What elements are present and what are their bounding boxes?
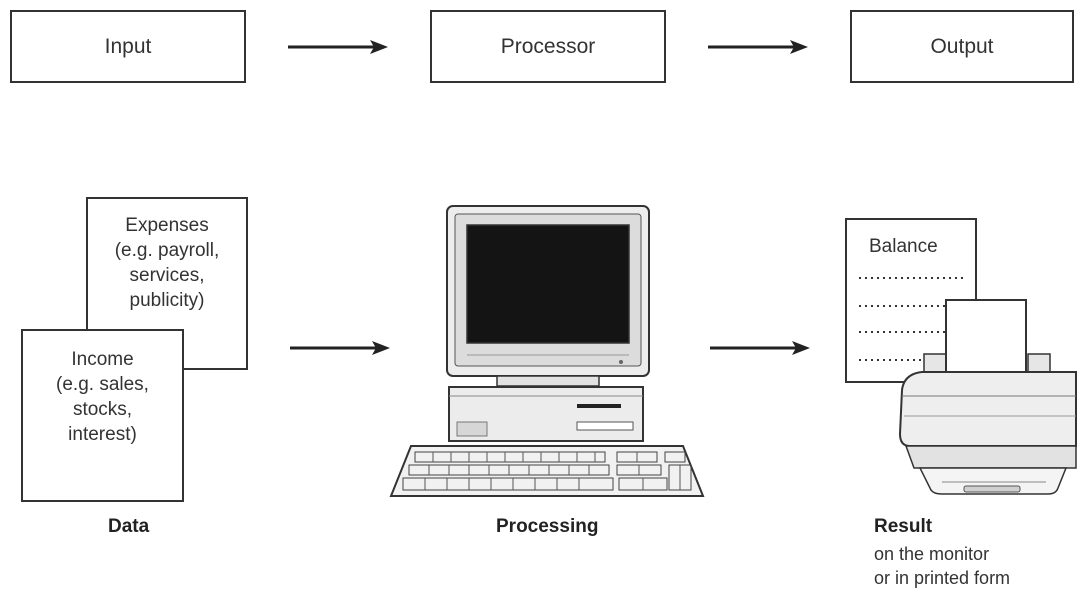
input-label: Input bbox=[104, 34, 152, 58]
computer-icon bbox=[389, 205, 705, 497]
income-line: Income bbox=[71, 349, 134, 370]
income-line: stocks, bbox=[72, 399, 133, 420]
processing-caption: Processing bbox=[496, 516, 599, 537]
output-box: Output bbox=[850, 10, 1074, 83]
expenses-line: Expenses bbox=[125, 215, 209, 236]
arrow-right-icon bbox=[710, 341, 810, 355]
arrow-right-icon bbox=[290, 341, 390, 355]
expenses-line: (e.g. payroll, bbox=[114, 240, 220, 261]
data-caption: Data bbox=[108, 516, 150, 537]
output-label: Output bbox=[930, 34, 994, 58]
result-caption: Result bbox=[874, 516, 933, 537]
arrow-right-icon bbox=[708, 40, 808, 54]
expenses-line: services, bbox=[129, 265, 205, 286]
expenses-line: publicity) bbox=[129, 290, 205, 311]
printer-icon bbox=[898, 299, 1077, 495]
processor-label: Processor bbox=[500, 34, 596, 58]
income-line: interest) bbox=[68, 424, 137, 445]
arrow-right-icon bbox=[288, 40, 388, 54]
balance-title: Balance bbox=[869, 236, 938, 257]
income-line: (e.g. sales, bbox=[56, 374, 149, 395]
result-subcaption-1: on the monitor bbox=[874, 544, 990, 564]
expenses-document: Expenses (e.g. payroll, services, public… bbox=[86, 197, 248, 370]
processor-box: Processor bbox=[430, 10, 666, 83]
income-document: Income (e.g. sales, stocks, interest) bbox=[21, 329, 184, 502]
input-box: Input bbox=[10, 10, 246, 83]
result-subcaption-2: or in printed form bbox=[874, 568, 1011, 588]
